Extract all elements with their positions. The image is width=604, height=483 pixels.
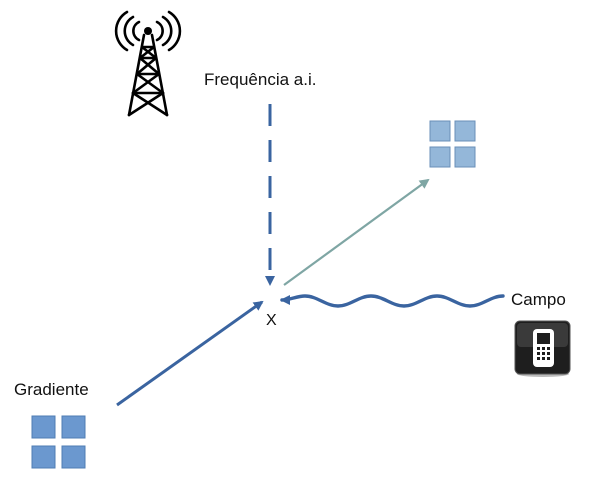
- gradient-label: Gradiente: [14, 380, 89, 399]
- output-arrow: [283, 178, 430, 286]
- mixer-label: X: [266, 312, 277, 329]
- gradient-grid-icon: [31, 415, 86, 469]
- field-label: Campo: [511, 290, 566, 309]
- frequency-label: Frequência a.i.: [204, 70, 317, 89]
- mobile-phone-icon: [514, 320, 571, 377]
- gradient-arrow: [116, 300, 264, 407]
- radio-tower-icon: [114, 10, 182, 117]
- field-wave-arrow: [280, 294, 505, 308]
- output-grid-icon: [429, 120, 476, 168]
